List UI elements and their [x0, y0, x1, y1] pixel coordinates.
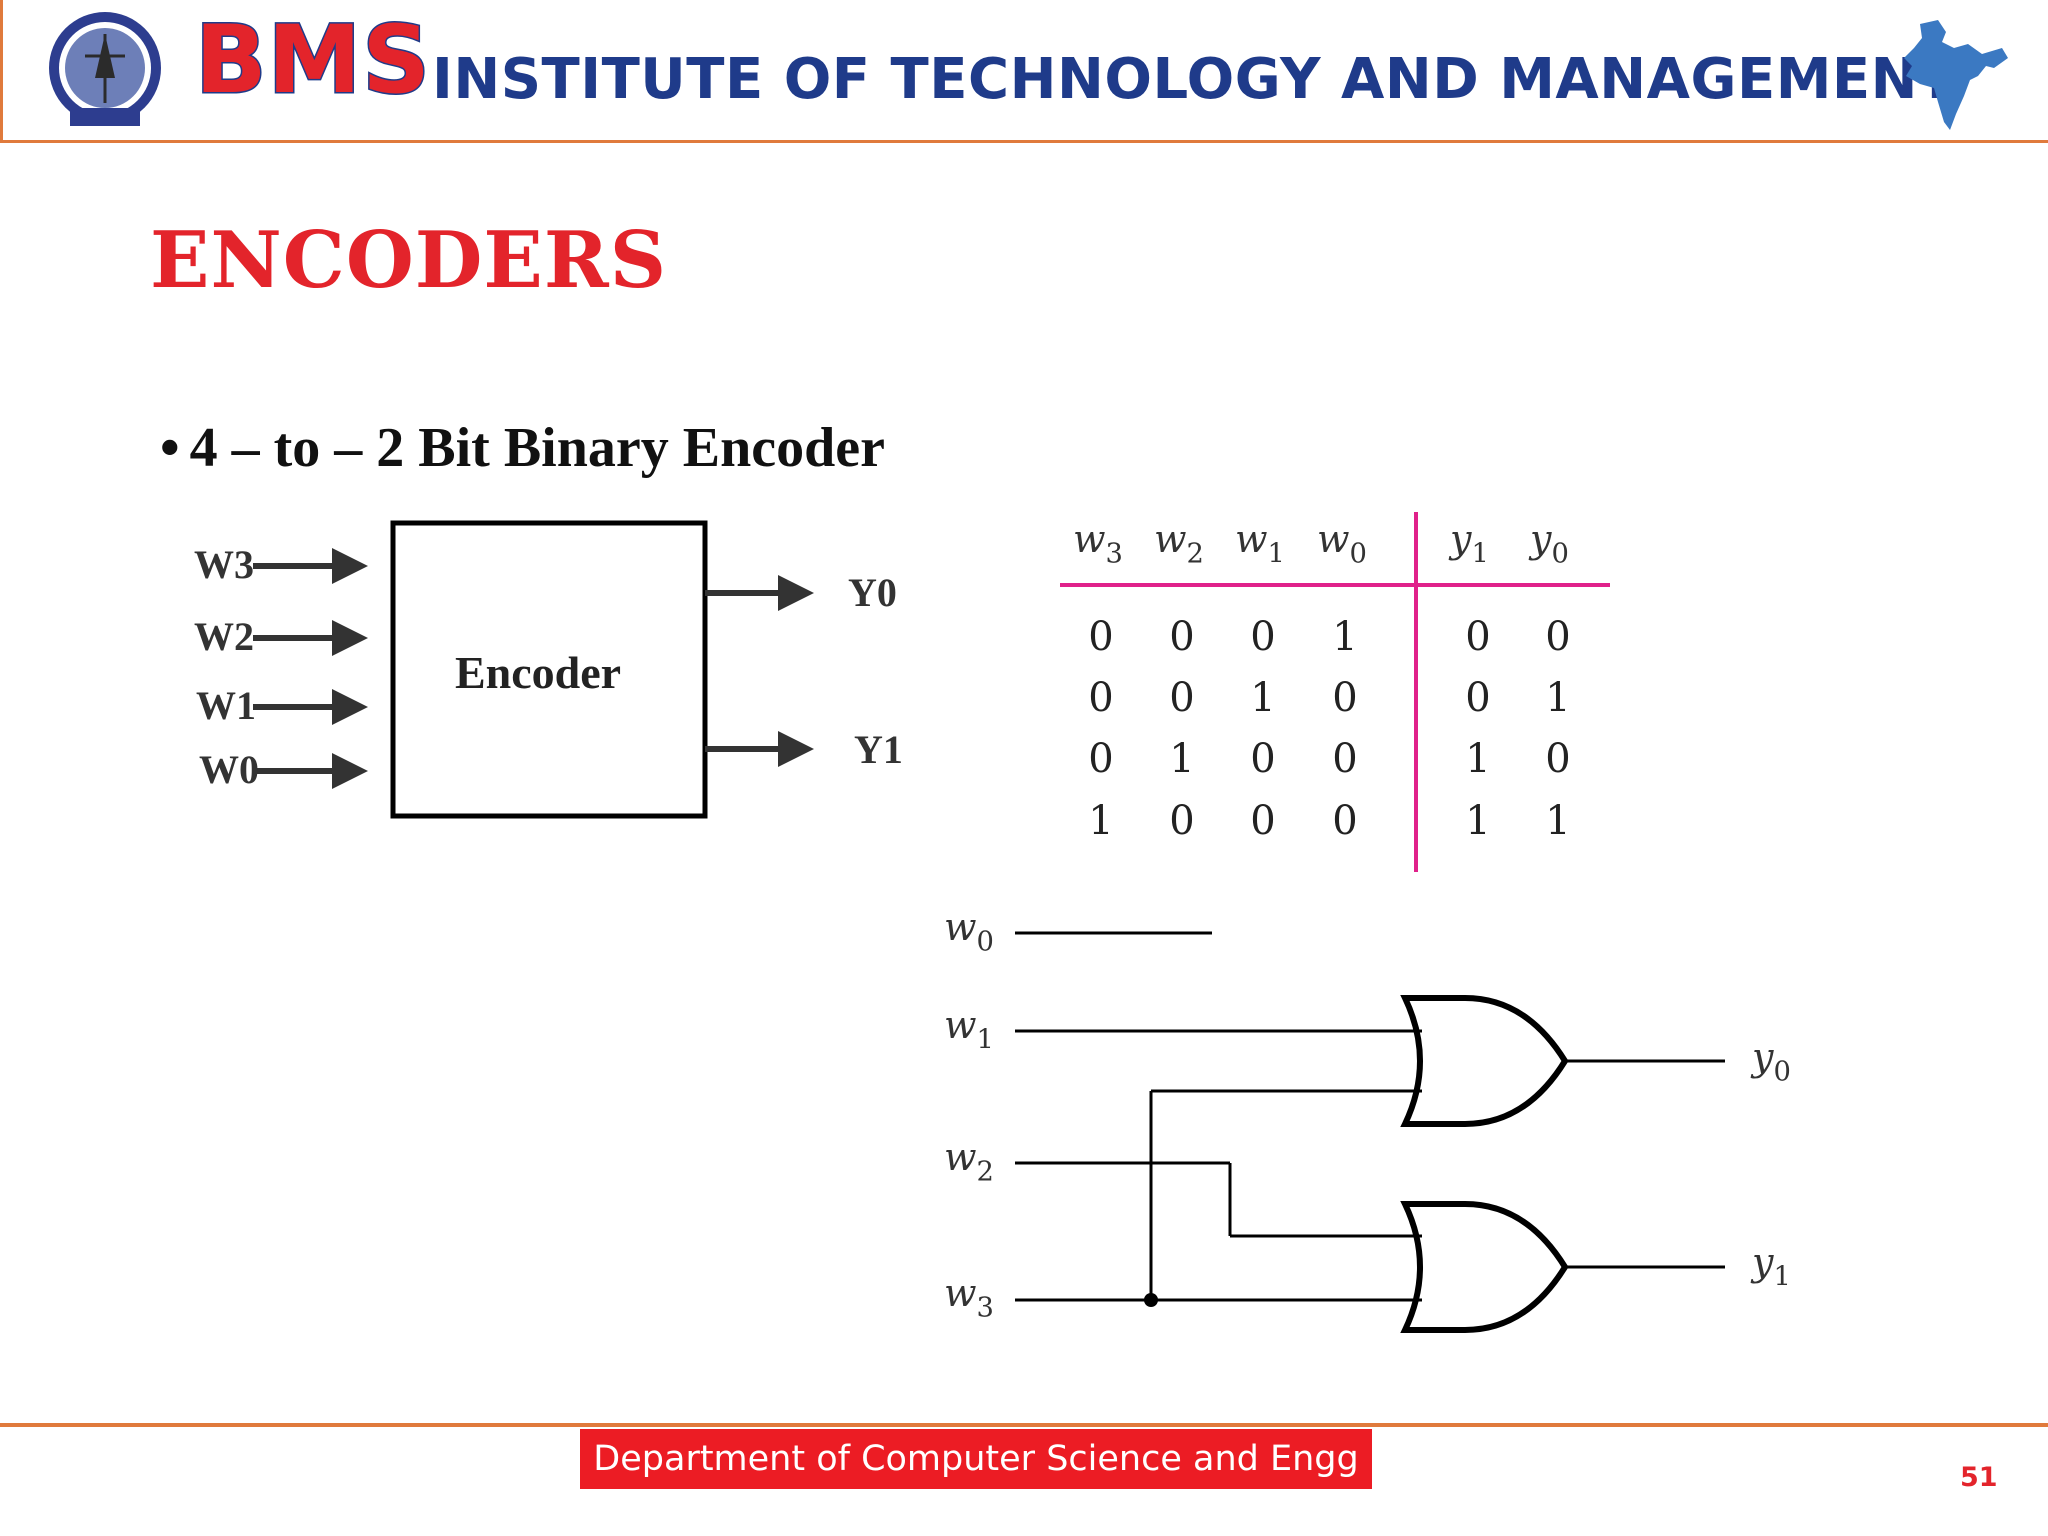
- truth-table-cell: 1: [1169, 736, 1194, 782]
- block-diagram: Encoder W3 W2 W1 W0 Y0 Y1: [194, 520, 903, 819]
- truth-table-cell: 0: [1250, 736, 1275, 782]
- input-label-w1: W1: [196, 683, 256, 728]
- truth-table-header-w0: w0: [1317, 517, 1367, 570]
- truth-table-cell: 0: [1169, 798, 1194, 844]
- footer-rule: [0, 1423, 2048, 1427]
- truth-table-cell: 1: [1545, 798, 1570, 844]
- circuit-input-w3: w3: [944, 1271, 994, 1324]
- circuit-output-y0: y0: [1750, 1035, 1791, 1088]
- truth-table-header-y0: y0: [1528, 517, 1569, 570]
- page-number: 51: [1960, 1462, 1998, 1493]
- truth-table-cell: 1: [1250, 675, 1275, 721]
- junction-dot: [1144, 1293, 1158, 1307]
- brand-institute-name: INSTITUTE OF TECHNOLOGY AND MANAGEMENT: [432, 47, 1957, 112]
- truth-table-cell: 0: [1250, 614, 1275, 660]
- truth-table-cell: 0: [1332, 736, 1357, 782]
- input-label-w0: W0: [199, 747, 259, 792]
- truth-table-header-w3: w3: [1073, 517, 1123, 570]
- truth-table-cell: 1: [1545, 675, 1570, 721]
- truth-table-header-w1: w1: [1235, 517, 1285, 570]
- encoder-box-label: Encoder: [455, 647, 621, 698]
- truth-table-cell: 0: [1088, 736, 1113, 782]
- header-bar: BMS INSTITUTE OF TECHNOLOGY AND MANAGEME…: [0, 0, 2048, 143]
- input-label-w2: W2: [194, 614, 254, 659]
- truth-table-cell: 0: [1465, 675, 1490, 721]
- circuit-input-w0: w0: [944, 905, 994, 958]
- truth-table-header-w2: w2: [1154, 517, 1204, 570]
- bullet-dot: •: [160, 417, 180, 479]
- slide-title: ENCODERS: [150, 215, 668, 306]
- truth-table-cell: 0: [1250, 798, 1275, 844]
- brand-bms: BMS: [194, 6, 432, 115]
- truth-table-cell: 0: [1088, 614, 1113, 660]
- truth-table-cell: 0: [1169, 614, 1194, 660]
- or-gate-y0: [1400, 995, 1569, 1127]
- bullet-text: 4 – to – 2 Bit Binary Encoder: [189, 417, 885, 479]
- truth-table: w3 w2 w1 w0 y1 y0 0 0 0 1 0 0 0 0 1 0 0 1 0 1 0 0 1 0 1 0 0 0 1 1: [1060, 512, 1610, 872]
- truth-table-cell: 1: [1332, 614, 1357, 660]
- gate-circuit: [1015, 931, 1725, 1333]
- output-label-y0: Y0: [848, 570, 897, 615]
- circuit-input-w1: w1: [944, 1003, 994, 1056]
- output-label-y1: Y1: [854, 727, 903, 772]
- truth-table-cell: 0: [1465, 614, 1490, 660]
- truth-table-cell: 1: [1088, 798, 1113, 844]
- truth-table-cell: 0: [1332, 675, 1357, 721]
- input-label-w3: W3: [194, 542, 254, 587]
- circuit-input-w2: w2: [944, 1135, 994, 1188]
- institute-emblem-icon: [49, 12, 161, 126]
- truth-table-cell: 0: [1545, 614, 1570, 660]
- truth-table-cell: 1: [1465, 736, 1490, 782]
- truth-table-cell: 0: [1088, 675, 1113, 721]
- truth-table-cell: 0: [1332, 798, 1357, 844]
- or-gate-y1: [1400, 1201, 1569, 1333]
- bullet-item: •4 – to – 2 Bit Binary Encoder: [160, 420, 885, 476]
- circuit-output-y1: y1: [1750, 1240, 1791, 1293]
- encoder-box: [390, 520, 708, 819]
- header-left-rule: [0, 0, 3, 140]
- truth-table-header-y1: y1: [1448, 517, 1489, 570]
- truth-table-cell: 0: [1545, 736, 1570, 782]
- footer-department: Department of Computer Science and Engg: [580, 1429, 1372, 1489]
- india-map-icon: [1904, 20, 2008, 130]
- truth-table-cell: 0: [1169, 675, 1194, 721]
- truth-table-cell: 1: [1465, 798, 1490, 844]
